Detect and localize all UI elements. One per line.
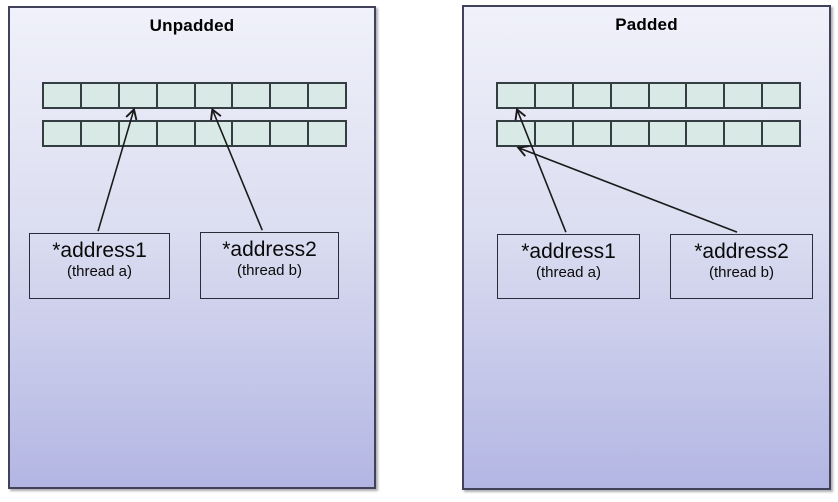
pointer-label: *address2 bbox=[222, 238, 317, 261]
memory-cell bbox=[79, 120, 120, 147]
memory-cell bbox=[193, 120, 234, 147]
memory-cell bbox=[647, 82, 688, 109]
pointer-box-address2: *address2 (thread b) bbox=[670, 234, 813, 299]
pointer-box-address1: *address1 (thread a) bbox=[29, 233, 170, 299]
pointer-sublabel: (thread b) bbox=[236, 262, 303, 280]
memory-cell bbox=[723, 120, 764, 147]
cache-line-row-1 bbox=[496, 82, 801, 109]
memory-cell bbox=[269, 82, 310, 109]
memory-cell bbox=[761, 120, 801, 147]
memory-cell bbox=[231, 82, 272, 109]
memory-cell bbox=[231, 120, 272, 147]
memory-cell bbox=[117, 82, 158, 109]
pointer-label: *address1 bbox=[521, 240, 616, 263]
memory-cell bbox=[117, 120, 158, 147]
arrow-address2-to-row2-cell1 bbox=[516, 145, 738, 233]
memory-cell bbox=[496, 120, 536, 147]
memory-cell bbox=[307, 82, 347, 109]
memory-cell bbox=[571, 120, 612, 147]
pointer-box-address2: *address2 (thread b) bbox=[200, 232, 339, 299]
memory-cell bbox=[155, 82, 196, 109]
panel-title: Unpadded bbox=[149, 16, 235, 35]
memory-cell bbox=[533, 82, 574, 109]
cache-line-row-2 bbox=[42, 120, 347, 147]
pointer-box-address1: *address1 (thread a) bbox=[497, 234, 640, 299]
memory-cell bbox=[685, 120, 726, 147]
memory-cell bbox=[42, 120, 82, 147]
memory-cell bbox=[307, 120, 347, 147]
memory-cell bbox=[496, 82, 536, 109]
memory-cell bbox=[533, 120, 574, 147]
panel-unpadded: Unpadded bbox=[8, 6, 376, 489]
pointer-label: *address2 bbox=[694, 240, 789, 263]
memory-cell bbox=[155, 120, 196, 147]
cache-line-row-1 bbox=[42, 82, 347, 109]
memory-cell bbox=[647, 120, 688, 147]
pointer-sublabel: (thread b) bbox=[708, 264, 775, 282]
memory-cell bbox=[609, 120, 650, 147]
memory-cell bbox=[571, 82, 612, 109]
cache-line-row-2 bbox=[496, 120, 801, 147]
pointer-sublabel: (thread a) bbox=[66, 263, 133, 281]
memory-cell bbox=[685, 82, 726, 109]
memory-cell bbox=[723, 82, 764, 109]
pointer-label: *address1 bbox=[52, 239, 147, 262]
memory-cell bbox=[761, 82, 801, 109]
memory-cell bbox=[609, 82, 650, 109]
memory-cell bbox=[79, 82, 120, 109]
pointer-sublabel: (thread a) bbox=[535, 264, 602, 282]
memory-cell bbox=[193, 82, 234, 109]
memory-cell bbox=[42, 82, 82, 109]
panel-padded: Padded bbox=[462, 5, 831, 490]
panel-title: Padded bbox=[615, 15, 678, 34]
memory-cell bbox=[269, 120, 310, 147]
